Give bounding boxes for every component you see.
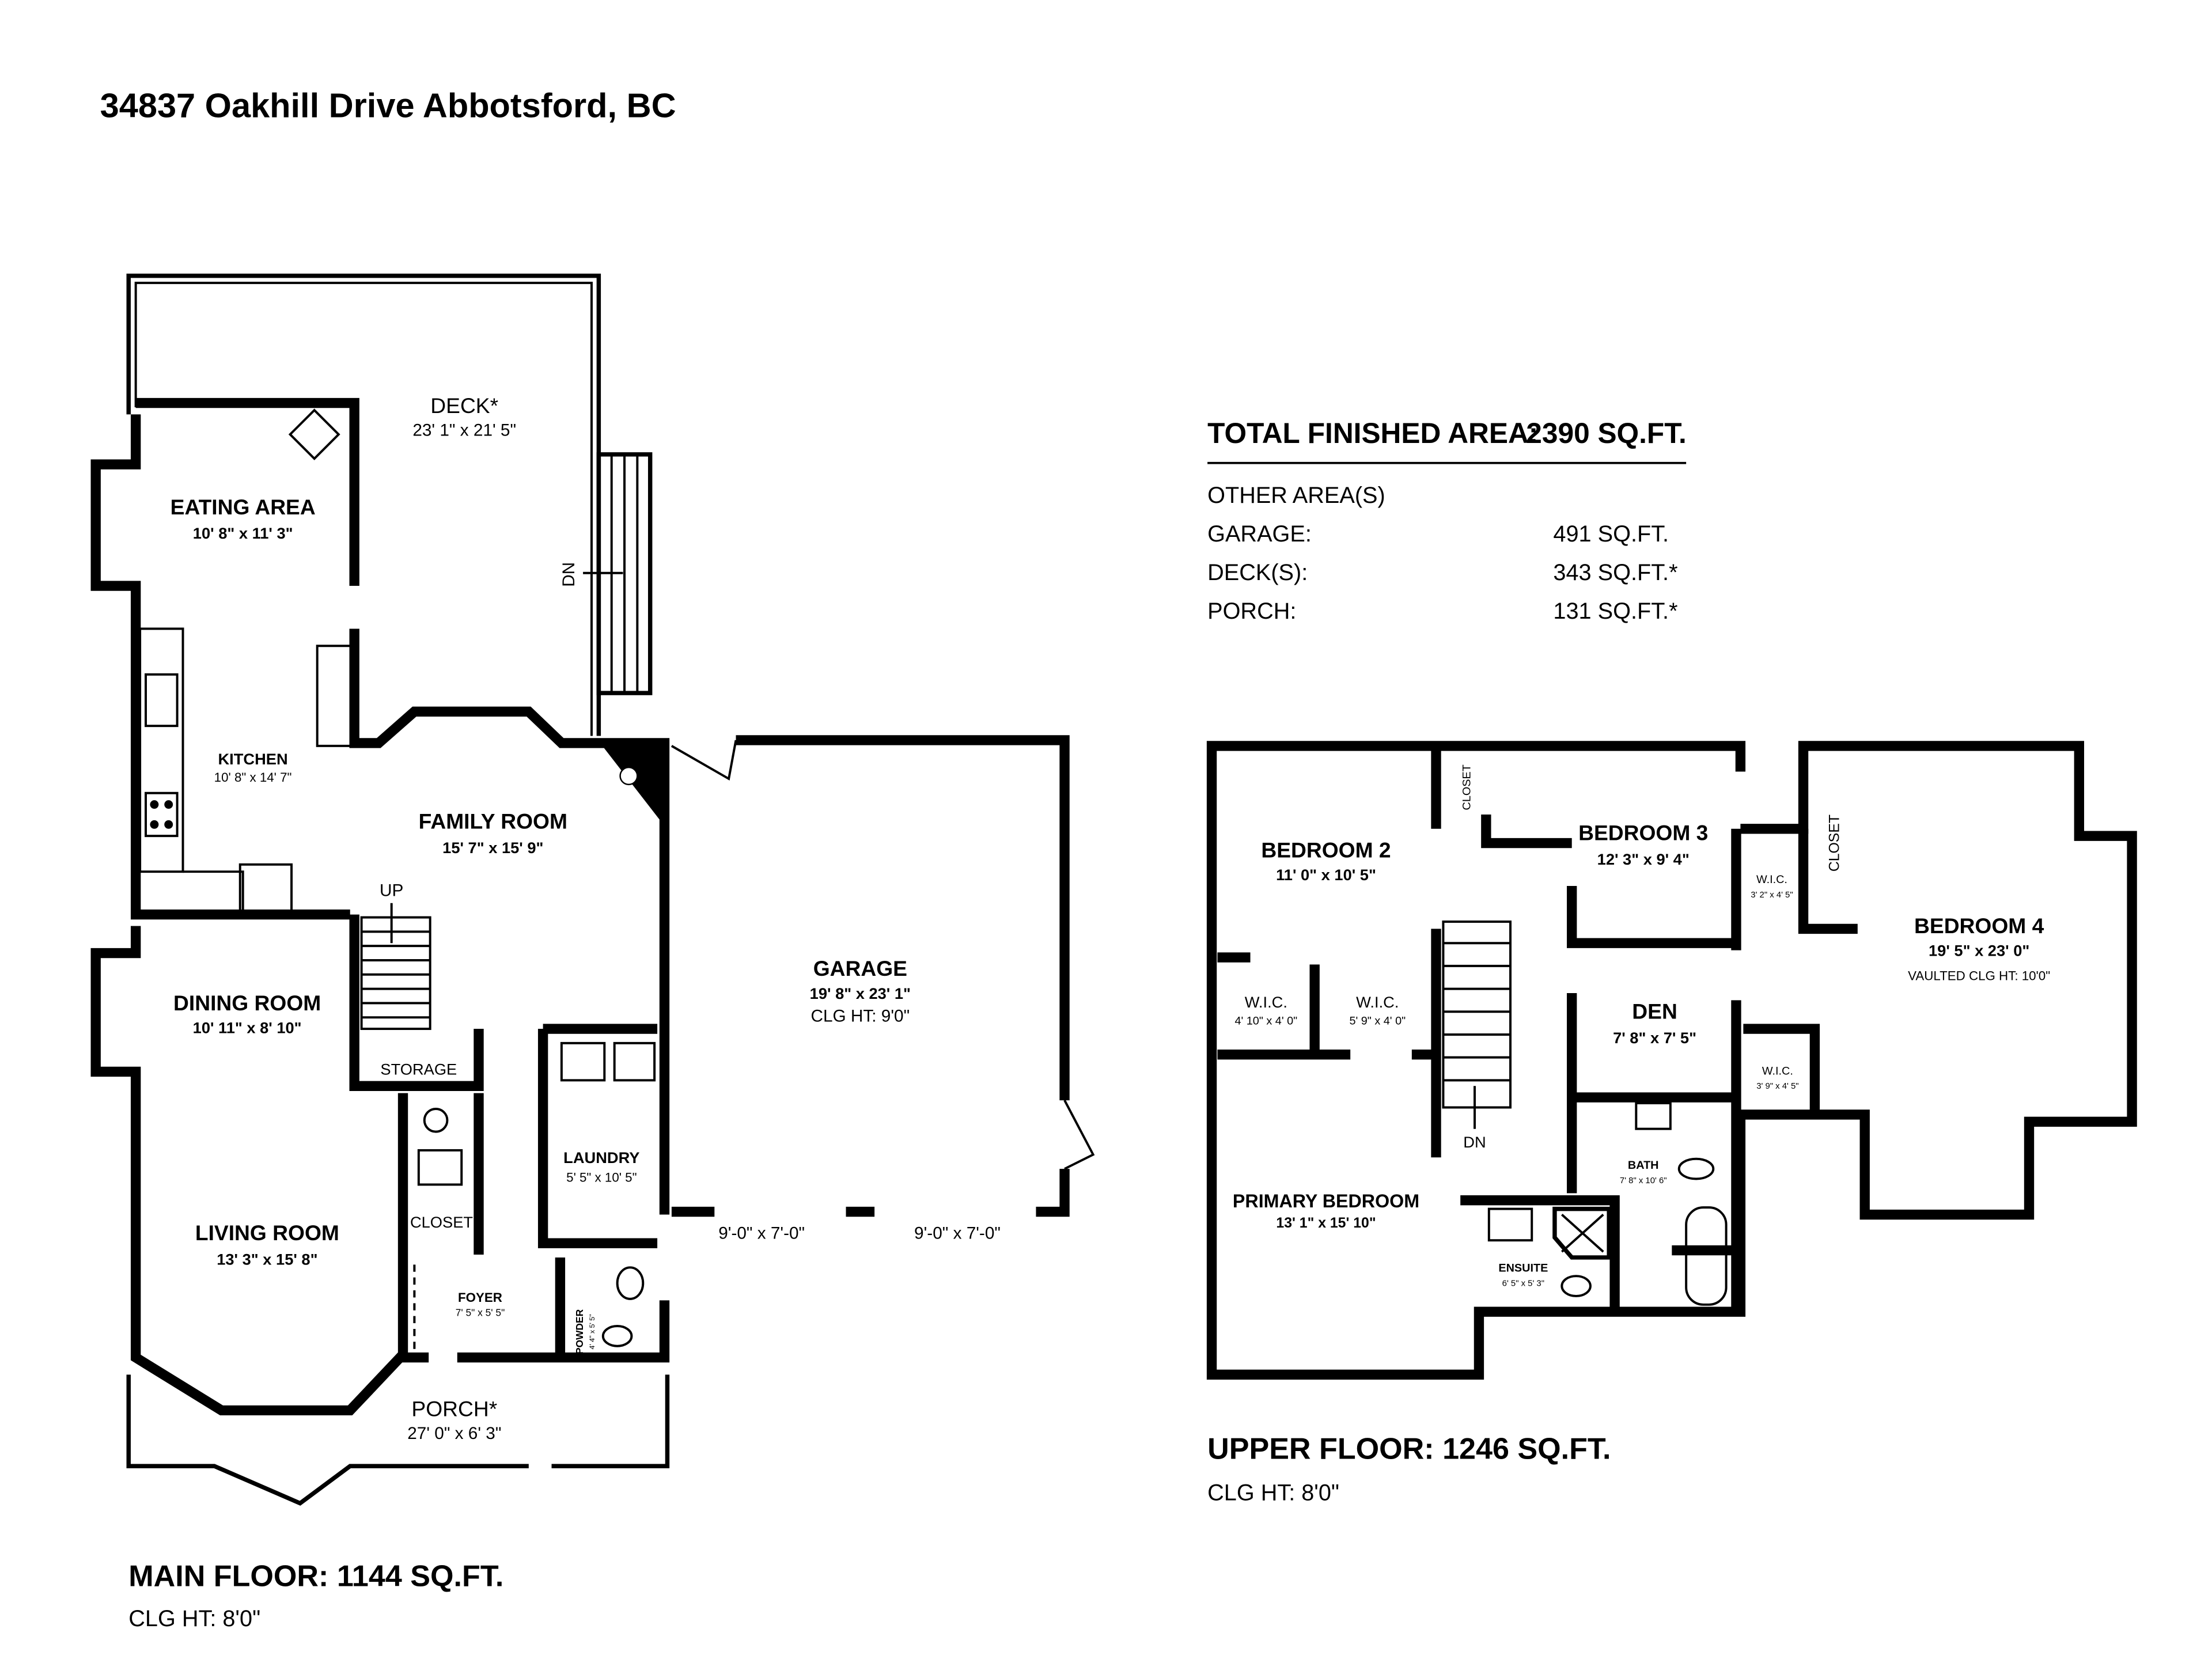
room-label-closet: CLOSET [410,1213,473,1231]
upper-stairs [1442,921,1512,1129]
upper-floor-walls [1206,741,2137,1380]
room-dims-bath: 7' 8" x 10' 6" [1620,1176,1667,1185]
room-label-primary-bedroom: PRIMARY BEDROOM [1233,1191,1419,1211]
deck-outline [126,274,653,736]
garage-door-1-size: 9'-0" x 7'-0" [718,1224,805,1243]
room-label-wic: W.I.C. [1245,993,1287,1011]
shower-icon [1552,1206,1611,1260]
total-area-label: TOTAL FINISHED AREA: [1207,417,1538,449]
room-dims-bedroom-2: 11' 0" x 10' 5" [1276,866,1376,884]
room-label-closet: CLOSET [1827,815,1843,872]
garage-door-2-size: 9'-0" x 7'-0" [914,1224,1001,1243]
page-title: 34837 Oakhill Drive Abbotsford, BC [100,86,676,124]
room-dims-living-room: 13' 3" x 15' 8" [217,1250,317,1268]
total-area-value: 2390 SQ.FT. [1526,417,1687,449]
room-dims-laundry: 5' 5" x 10' 5" [566,1170,637,1184]
room-dims-powder: 4' 4" x 5' 5" [588,1314,596,1349]
upper-floor-ceiling: CLG HT: 8'0" [1207,1480,1339,1506]
room-dims-foyer: 7' 5" x 5' 5" [456,1307,505,1319]
room-dims-kitchen: 10' 8" x 14' 7" [214,770,292,785]
room-dims-den: 7' 8" x 7' 5" [1613,1029,1696,1047]
room-label-deck: DECK* [430,393,498,418]
room-label-laundry: LAUNDRY [563,1149,639,1166]
room-dims-primary-bedroom: 13' 1" x 15' 10" [1276,1215,1376,1231]
room-label-ensuite: ENSUITE [1498,1262,1548,1275]
toilet-icon [417,1149,463,1186]
room-label-closet: CLOSET [1461,764,1474,810]
other-areas-heading: OTHER AREA(S) [1207,483,1385,508]
room-dims-bedroom-3: 12' 3" x 9' 4" [1597,850,1690,868]
room-label-porch: PORCH* [411,1396,497,1421]
room-label-storage: STORAGE [380,1060,457,1078]
kitchen-fixtures [139,408,356,915]
room-label-family-room: FAMILY ROOM [419,809,567,834]
room-label-living-room: LIVING ROOM [195,1221,339,1245]
summary-row-label: DECK(S): [1207,560,1308,585]
room-label-bedroom-4: BEDROOM 4 [1914,914,2044,938]
room-label-kitchen: KITCHEN [218,750,287,768]
main-floor-walls [90,397,1095,1416]
sink-icon [1635,1102,1672,1130]
room-dims-wic: 5' 9" x 4' 0" [1349,1015,1406,1028]
room-dims-garage: 19' 8" x 23' 1" [810,984,911,1002]
upper-floor-heading: UPPER FLOOR: 1246 SQ.FT. [1207,1433,1611,1466]
summary-row-label: GARAGE: [1207,521,1312,547]
dryer-icon [613,1041,656,1082]
room-label-wic: W.I.C. [1356,993,1399,1011]
room-dims-eating-area: 10' 8" x 11' 3" [193,524,293,542]
summary-row-value: 343 SQ.FT.* [1553,560,1677,585]
summary-row-value: 131 SQ.FT.* [1553,599,1677,624]
room-dims-ensuite: 6' 5" x 5' 3" [1502,1279,1544,1289]
sink-icon [1487,1207,1533,1242]
main-stairs [360,903,431,1031]
stairs-down-label: DN [1463,1133,1486,1151]
toilet-icon [1677,1157,1715,1180]
room-dims-wic: 4' 10" x 4' 0" [1234,1015,1297,1028]
washer-icon [560,1041,606,1082]
main-floor-ceiling: CLG HT: 8'0" [128,1606,260,1631]
room-label-bath: BATH [1628,1159,1659,1172]
room-dims-wic: 3' 9" x 4' 5" [1756,1082,1798,1091]
garage-ceiling-height: CLG HT: 9'0" [810,1007,910,1026]
room-label-foyer: FOYER [458,1290,502,1305]
room-dims-deck: 23' 1" x 21' 5" [412,421,516,440]
toilet-icon [601,1325,633,1347]
room-label-eating-area: EATING AREA [171,495,316,519]
deck-stairs-label: DN [559,562,578,587]
room-dims-porch: 27' 0" x 6' 3" [407,1424,501,1443]
room-dims-family-room: 15' 7" x 15' 9" [442,839,543,857]
room-label-garage: GARAGE [813,956,907,980]
toilet-icon [1560,1275,1592,1297]
room-label-dining-room: DINING ROOM [173,991,321,1015]
room-dims-dining-room: 10' 11" x 8' 10" [193,1018,302,1036]
room-label-powder: POWDER [574,1309,585,1354]
summary-row-value: 491 SQ.FT. [1553,521,1669,547]
upper-floor-plan: BEDROOM 2 11' 0" x 10' 5" BEDROOM 3 12' … [1206,741,2137,1506]
room-label-den: DEN [1632,999,1677,1024]
room-label-bedroom-2: BEDROOM 2 [1261,838,1391,862]
room-dims-bedroom-4: 19' 5" x 23' 0" [1929,942,2029,960]
bedroom-4-ceiling: VAULTED CLG HT: 10'0" [1908,969,2050,983]
main-floor-heading: MAIN FLOOR: 1144 SQ.FT. [128,1559,503,1593]
room-label-wic: W.I.C. [1756,873,1787,886]
area-summary: TOTAL FINISHED AREA: 2390 SQ.FT. OTHER A… [1207,417,1687,624]
sink-icon [423,1107,449,1133]
room-dims-wic: 3' 2" x 4' 5" [1751,891,1793,900]
summary-row-label: PORCH: [1207,599,1296,624]
room-label-wic: W.I.C. [1762,1065,1793,1077]
porch-outline [126,1374,670,1506]
bathtub-icon [1685,1206,1728,1306]
stairs-up-label: UP [380,881,403,900]
sink-icon [616,1266,645,1300]
main-floor-plan: DECK* 23' 1" x 21' 5" DN EATING AREA 10'… [90,274,1095,1631]
room-label-bedroom-3: BEDROOM 3 [1578,821,1708,845]
